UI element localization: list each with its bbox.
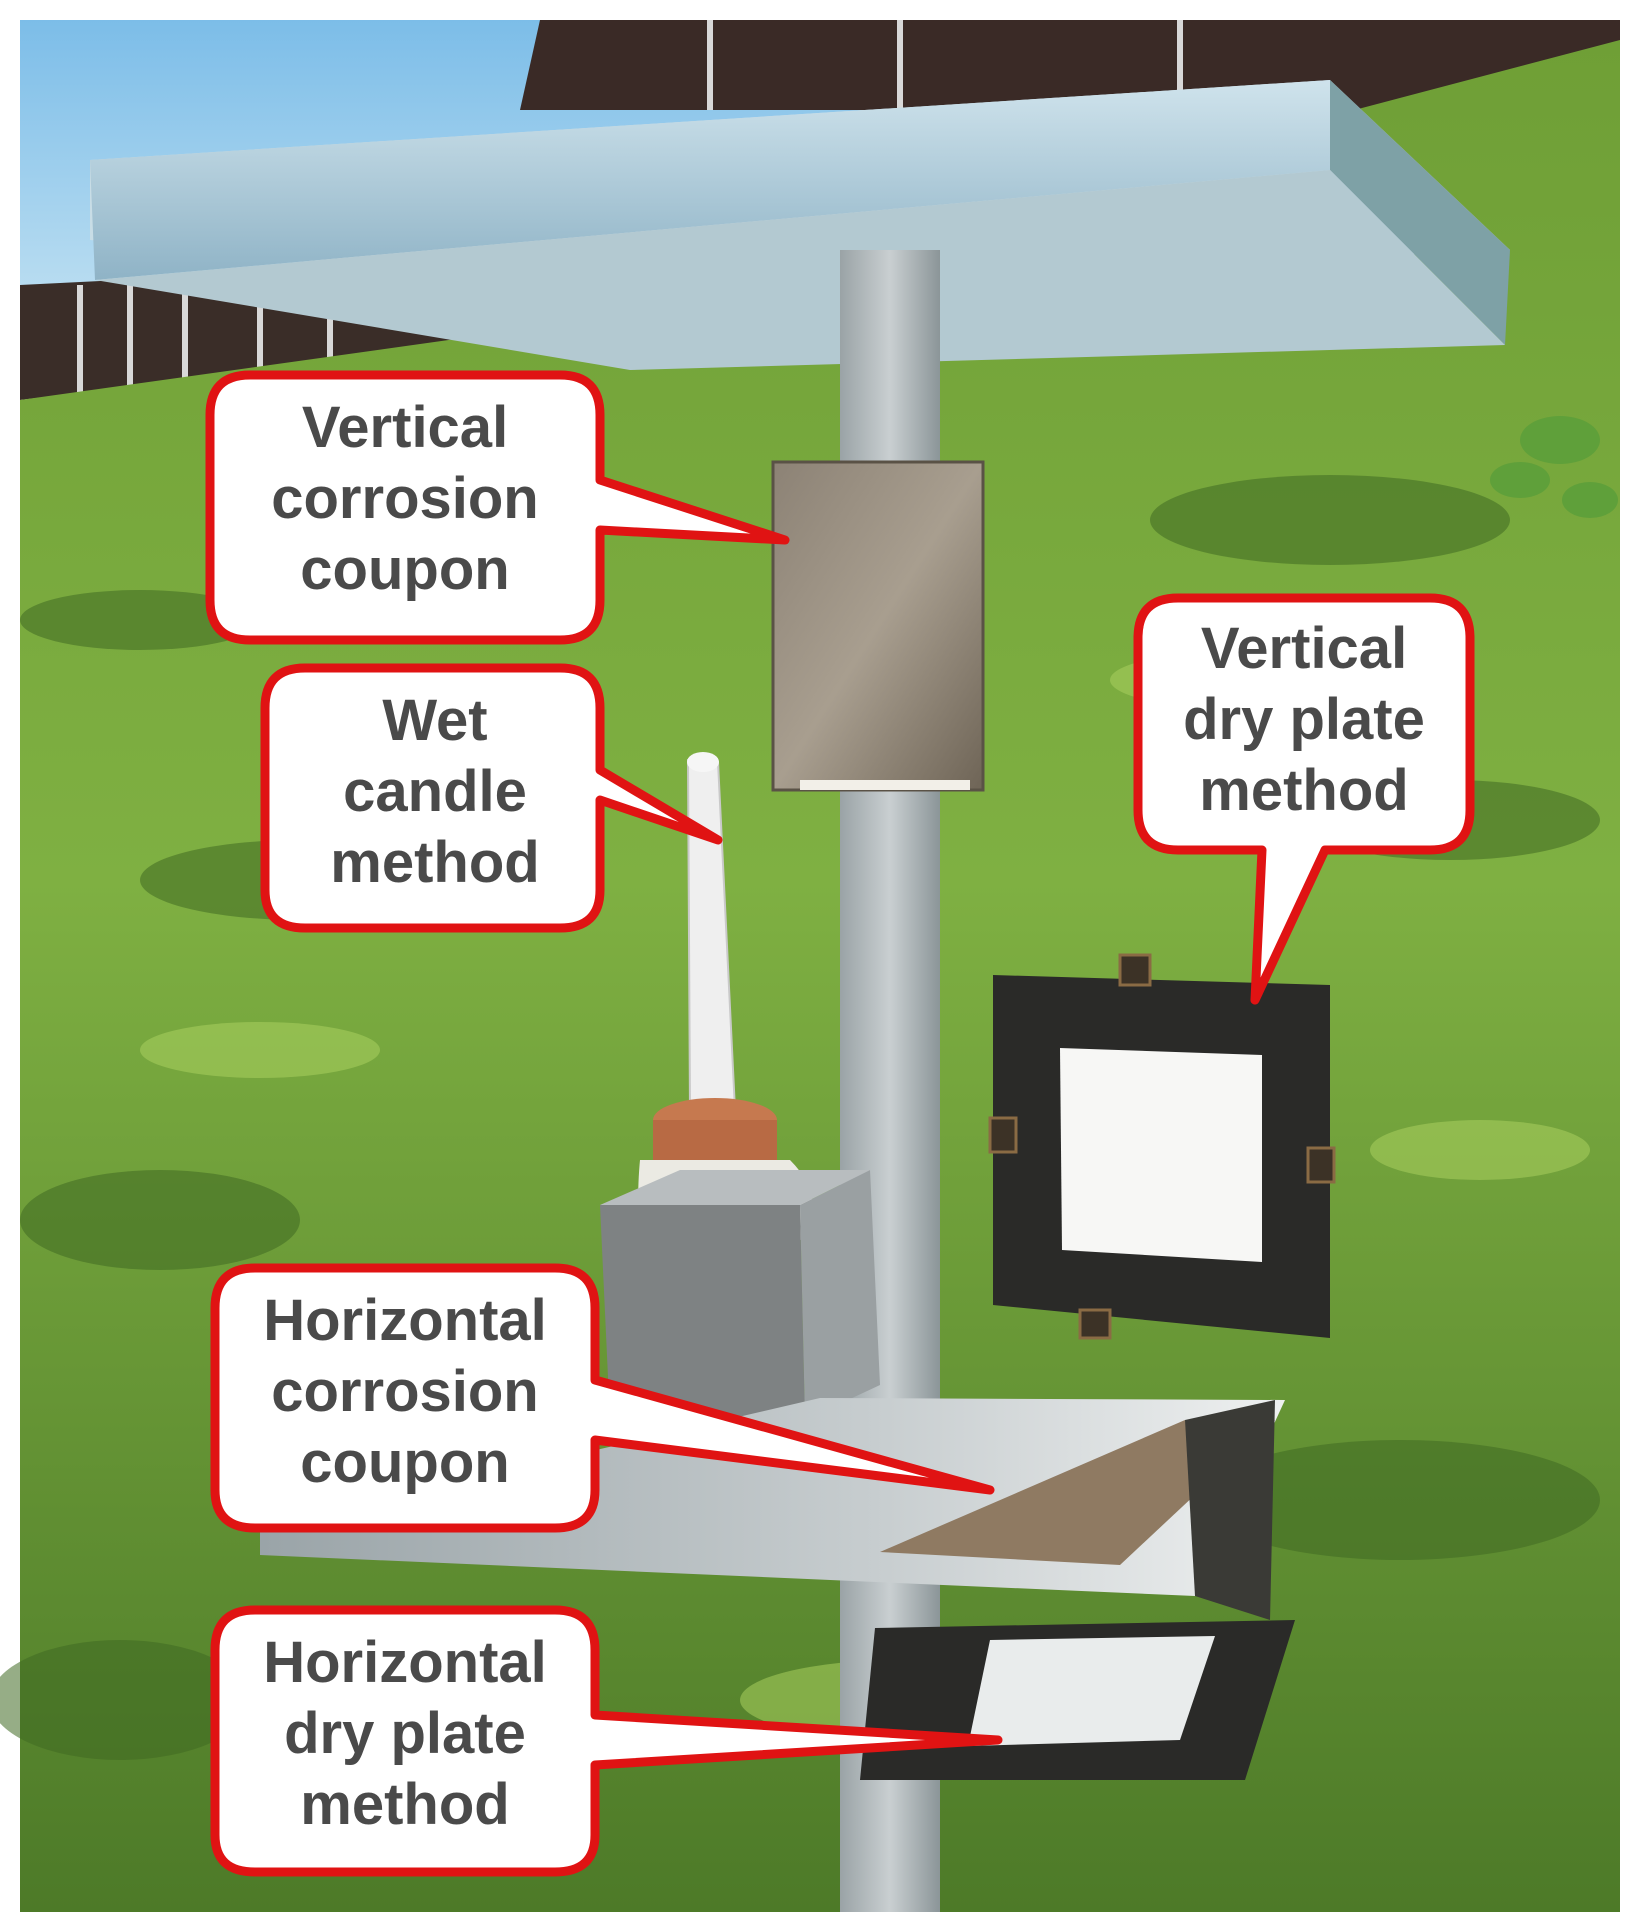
coupon-highlight (800, 780, 970, 790)
callout-bubble (205, 370, 790, 645)
callout-line: corrosion (271, 466, 539, 531)
callout-vertical-corrosion-coupon: Vertical corrosion coupon (205, 370, 790, 645)
roof-front-edge (90, 80, 1330, 280)
roof-underside (95, 170, 1505, 370)
callout-line: corrosion (271, 1359, 539, 1424)
callout-line: Wet (382, 688, 487, 753)
callout-vertical-dry-plate-method: Vertical dry plate method (1133, 593, 1475, 1005)
callout-line: coupon (300, 537, 509, 602)
callout-line: dry plate (1183, 687, 1425, 752)
coupon-bend (1185, 1400, 1275, 1620)
callout-line: coupon (300, 1430, 509, 1495)
callout-line: method (1199, 758, 1408, 823)
horizontal-corrosion-coupon-plate (880, 1420, 1275, 1565)
callout-bubble (1133, 593, 1475, 1005)
roof-side-edge (1330, 80, 1510, 345)
callout-wet-candle-method: Wet candle method (260, 663, 723, 933)
callout-line: candle (343, 759, 527, 824)
background-fence (520, 20, 1620, 110)
candle-box-top-edge (600, 1170, 870, 1205)
callout-line: Vertical (302, 395, 508, 460)
horizontal-dry-plate-white (968, 1636, 1215, 1746)
callout-line: Horizontal (263, 1630, 547, 1695)
binder-clips (988, 953, 1336, 1340)
callout-line: method (300, 1772, 509, 1837)
wet-candle-top (687, 752, 719, 772)
callout-horizontal-corrosion-coupon: Horizontal corrosion coupon (210, 1263, 995, 1533)
callout-bubble (260, 663, 723, 933)
callout-line: method (330, 830, 539, 895)
bottle-cap-side (653, 1120, 777, 1160)
vertical-dry-plate-white (1060, 1048, 1262, 1262)
callout-bubble (210, 1605, 1003, 1877)
callout-line: Vertical (1201, 616, 1407, 681)
callout-bubble (210, 1263, 995, 1533)
candle-box-front (600, 1205, 805, 1420)
candle-box-side (800, 1170, 880, 1420)
callout-line: dry plate (284, 1701, 526, 1766)
callout-line: Horizontal (263, 1288, 547, 1353)
leafy-plant (1490, 416, 1618, 518)
callout-horizontal-dry-plate-method: Horizontal dry plate method (210, 1605, 1003, 1877)
callouts: Vertical corrosion coupon Wet candle met… (205, 370, 1475, 1877)
vertical-corrosion-coupon-plate (771, 460, 985, 792)
